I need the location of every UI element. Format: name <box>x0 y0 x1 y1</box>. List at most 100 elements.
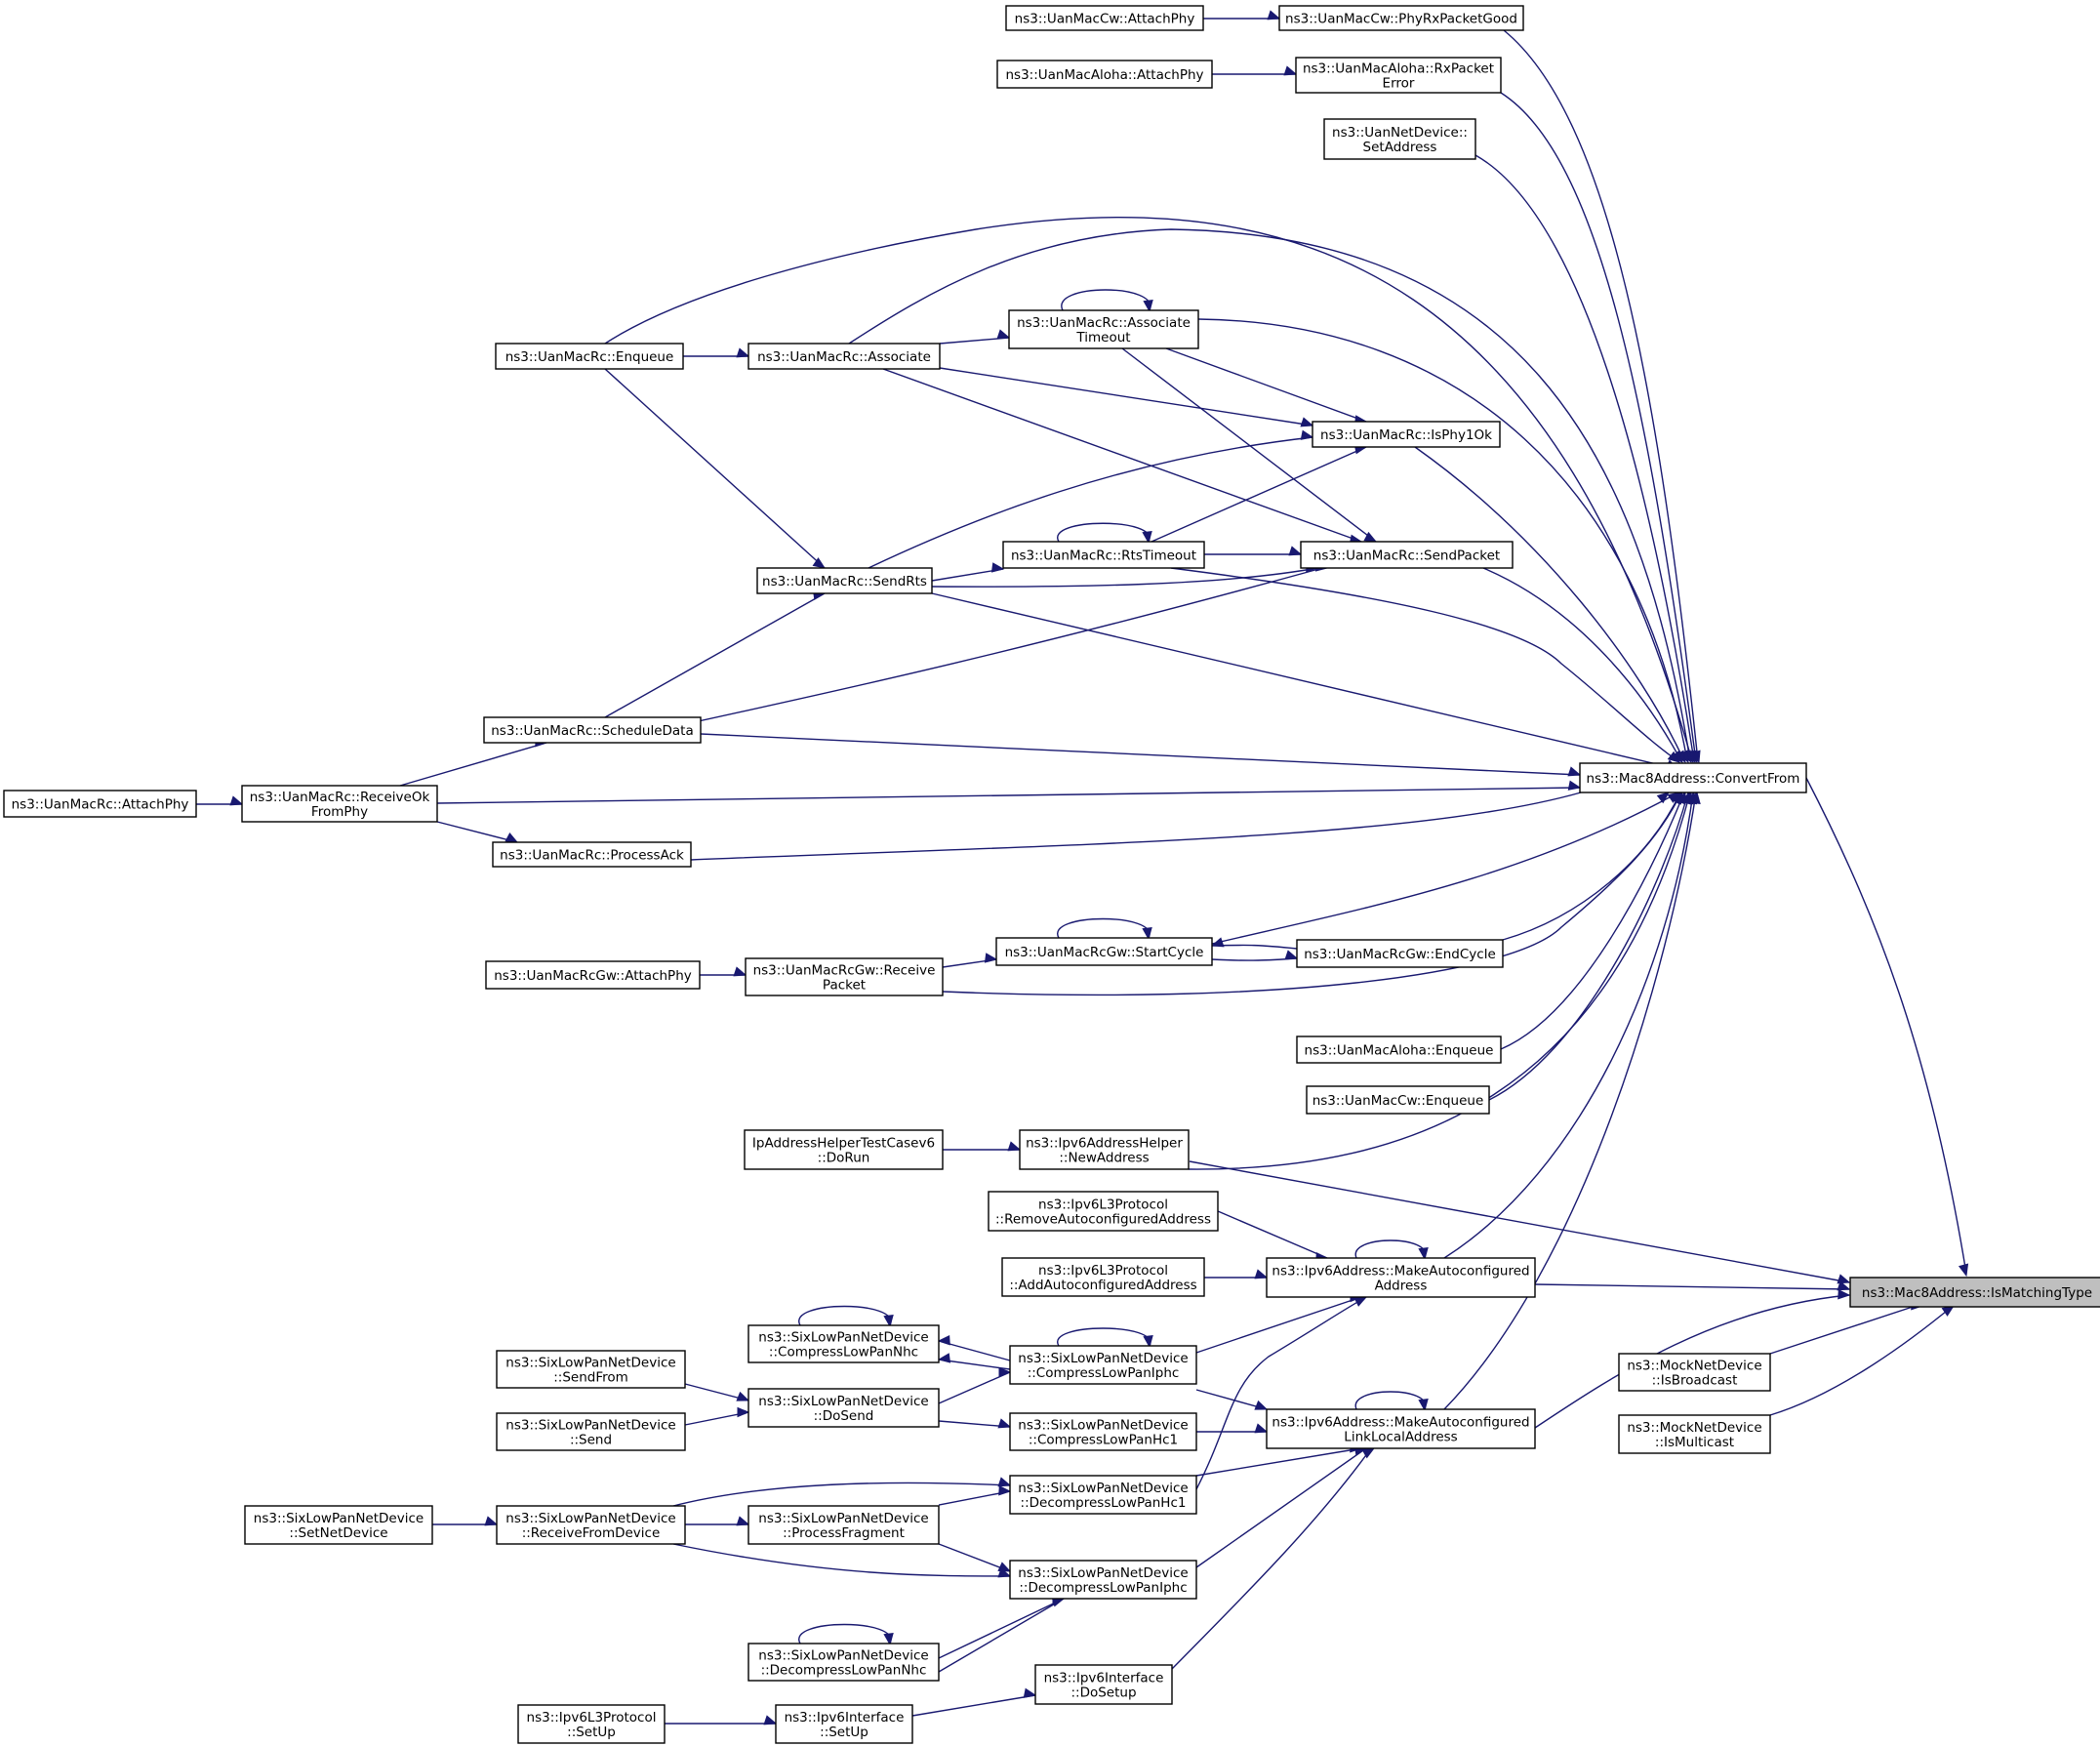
function-node-six-send[interactable]: ns3::SixLowPanNetDevice::Send <box>496 1412 686 1451</box>
node-box <box>1300 541 1514 569</box>
node-label-line: ::CompressLowPanNhc <box>769 1345 918 1360</box>
node-box <box>241 785 438 823</box>
edge-arrowhead <box>990 562 1005 573</box>
function-node-ipv6helper-newaddr[interactable]: ns3::Ipv6AddressHelper::NewAddress <box>1019 1129 1190 1170</box>
node-label-line: ns3::UanMacRc::RtsTimeout <box>1011 548 1196 564</box>
function-node-rc-enqueue[interactable]: ns3::UanMacRc::Enqueue <box>495 343 684 370</box>
function-node-six-sendfrom[interactable]: ns3::SixLowPanNetDevice::SendFrom <box>496 1350 686 1389</box>
node-box <box>747 343 941 370</box>
function-node-ipv6-makeauto[interactable]: ns3::Ipv6Address::MakeAutoconfiguredAddr… <box>1266 1257 1536 1298</box>
node-label-line: ns3::SixLowPanNetDevice <box>1018 1481 1188 1496</box>
call-edge <box>931 567 1318 588</box>
call-edge <box>1195 1296 1367 1490</box>
function-node-aloha-enqueue[interactable]: ns3::UanMacAloha::Enqueue <box>1296 1035 1502 1064</box>
node-box <box>1323 118 1476 160</box>
function-node-rcgw-attach[interactable]: ns3::UanMacRcGw::AttachPhy <box>485 960 701 990</box>
node-label-line: ns3::UanMacRc::ReceiveOk <box>250 790 430 805</box>
node-label-line: ns3::UanMacCw::AttachPhy <box>1015 12 1195 27</box>
function-node-aloha-attach[interactable]: ns3::UanMacAloha::AttachPhy <box>996 60 1213 89</box>
node-box <box>1295 57 1502 94</box>
function-node-rc-sendrts[interactable]: ns3::UanMacRc::SendRts <box>756 567 933 594</box>
edge-arrowhead <box>1284 950 1299 960</box>
function-node-cw-attach[interactable]: ns3::UanMacCw::AttachPhy <box>1005 5 1204 31</box>
edge-arrowhead <box>1300 417 1314 427</box>
function-node-six-cnhc[interactable]: ns3::SixLowPanNetDevice::CompressLowPanN… <box>747 1324 940 1363</box>
edge-arrowhead <box>1142 926 1152 941</box>
function-node-rc-scheduledata[interactable]: ns3::UanMacRc::ScheduleData <box>483 716 702 744</box>
function-node-l3-add[interactable]: ns3::Ipv6L3Protocol::AddAutoconfiguredAd… <box>1001 1257 1205 1297</box>
node-label-line: ns3::UanMacRc::SendRts <box>762 574 927 589</box>
function-node-six-ciphc[interactable]: ns3::SixLowPanNetDevice::CompressLowPanI… <box>1009 1345 1197 1385</box>
edge-arrowhead <box>998 1485 1012 1496</box>
function-node-l3-setup[interactable]: ns3::Ipv6L3Protocol::SetUp <box>517 1704 666 1744</box>
node-box <box>747 1505 940 1545</box>
node-label-line: Packet <box>823 978 866 994</box>
node-label-line: ns3::Mac8Address::ConvertFrom <box>1587 771 1800 787</box>
function-node-six-procfrag[interactable]: ns3::SixLowPanNetDevice::ProcessFragment <box>747 1505 940 1545</box>
function-node-cw-phyrx[interactable]: ns3::UanMacCw::PhyRxPacketGood <box>1278 5 1524 31</box>
edge-arrowhead <box>996 329 1011 340</box>
edge-arrowhead <box>997 1477 1012 1487</box>
call-edge <box>436 787 1581 804</box>
call-edge <box>1534 1294 1850 1429</box>
function-node-mock-bcast[interactable]: ns3::MockNetDevice::IsBroadcast <box>1618 1353 1771 1392</box>
function-node-convfrom[interactable]: ns3::Mac8Address::ConvertFrom <box>1579 762 1807 793</box>
edge-arrowhead <box>997 1418 1012 1429</box>
call-edge <box>1121 347 1377 543</box>
edge-arrowhead <box>484 1516 499 1526</box>
node-label-line: FromPhy <box>311 804 368 820</box>
node-label-line: ns3::Ipv6L3Protocol <box>527 1710 657 1726</box>
function-node-mock-mcast[interactable]: ns3::MockNetDevice::IsMulticast <box>1618 1414 1771 1454</box>
node-label-line: ns3::SixLowPanNetDevice <box>758 1394 928 1409</box>
node-box <box>747 1643 940 1682</box>
function-node-ipv6-makell[interactable]: ns3::Ipv6Address::MakeAutoconfiguredLink… <box>1266 1408 1536 1449</box>
function-node-rc-attach[interactable]: ns3::UanMacRc::AttachPhy <box>3 790 197 818</box>
function-node-six-diphc[interactable]: ns3::SixLowPanNetDevice::DecompressLowPa… <box>1009 1560 1197 1600</box>
function-node-ismatch[interactable]: ns3::Mac8Address::IsMatchingType <box>1849 1277 2100 1308</box>
node-label-line: ns3::Ipv6Address::MakeAutoconfigured <box>1272 1264 1529 1279</box>
function-node-uannet-setaddr[interactable]: ns3::UanNetDevice::SetAddress <box>1323 118 1476 160</box>
function-node-ipv6if-dosetup[interactable]: ns3::Ipv6Interface::DoSetup <box>1034 1664 1173 1705</box>
function-node-rc-processack[interactable]: ns3::UanMacRc::ProcessAck <box>492 841 692 868</box>
node-box <box>496 1412 686 1451</box>
function-node-six-chc1[interactable]: ns3::SixLowPanNetDevice::CompressLowPanH… <box>1009 1412 1197 1451</box>
call-edge <box>938 1598 1065 1659</box>
function-node-rc-isphy1ok[interactable]: ns3::UanMacRc::IsPhy1Ok <box>1312 421 1501 448</box>
function-node-six-dosend[interactable]: ns3::SixLowPanNetDevice::DoSend <box>747 1388 940 1428</box>
function-node-six-dnhc[interactable]: ns3::SixLowPanNetDevice::DecompressLowPa… <box>747 1643 940 1682</box>
function-node-six-recvfrom[interactable]: ns3::SixLowPanNetDevice::ReceiveFromDevi… <box>496 1505 686 1545</box>
node-label-line: IpAddressHelperTestCasev6 <box>752 1136 935 1152</box>
node-label-line: ::ProcessFragment <box>783 1525 905 1541</box>
node-box <box>1579 762 1807 793</box>
function-node-rcgw-endcycle[interactable]: ns3::UanMacRcGw::EndCycle <box>1296 939 1504 968</box>
edge-arrowhead <box>1300 429 1314 440</box>
edge-arrowhead <box>1007 1141 1022 1152</box>
call-edge <box>690 792 1582 861</box>
call-edge <box>1482 567 1682 762</box>
call-edge <box>911 1694 1036 1717</box>
function-node-six-setnet[interactable]: ns3::SixLowPanNetDevice::SetNetDevice <box>244 1505 433 1545</box>
edge-arrowhead <box>997 1567 1012 1578</box>
function-node-iphelper-test[interactable]: IpAddressHelperTestCasev6::DoRun <box>744 1129 944 1170</box>
node-box <box>1849 1277 2100 1308</box>
function-node-ipv6if-setup[interactable]: ns3::Ipv6Interface::SetUp <box>775 1704 913 1744</box>
function-node-six-dhc1[interactable]: ns3::SixLowPanNetDevice::DecompressLowPa… <box>1009 1475 1197 1515</box>
function-node-l3-remove[interactable]: ns3::Ipv6L3Protocol::RemoveAutoconfigure… <box>988 1191 1219 1232</box>
node-label-line: ns3::Ipv6Address::MakeAutoconfigured <box>1272 1415 1529 1431</box>
node-label-line: ns3::UanMacAloha::RxPacket <box>1303 61 1494 77</box>
call-edge <box>938 1420 1011 1428</box>
function-node-rc-rtstimeout[interactable]: ns3::UanMacRc::RtsTimeout <box>1002 541 1205 569</box>
call-edge <box>1443 792 1694 1259</box>
function-node-rcgw-startcycle[interactable]: ns3::UanMacRcGw::StartCycle <box>995 937 1213 966</box>
node-label-line: ns3::UanMacRcGw::EndCycle <box>1304 947 1496 962</box>
node-label-line: ns3::UanMacRc::Enqueue <box>505 349 674 365</box>
function-node-rc-associate[interactable]: ns3::UanMacRc::Associate <box>747 343 941 370</box>
function-node-cw-enqueue[interactable]: ns3::UanMacCw::Enqueue <box>1306 1085 1490 1115</box>
call-edge <box>1503 29 1699 762</box>
call-edge <box>938 1598 1065 1673</box>
function-node-rc-sendpacket[interactable]: ns3::UanMacRc::SendPacket <box>1300 541 1514 569</box>
